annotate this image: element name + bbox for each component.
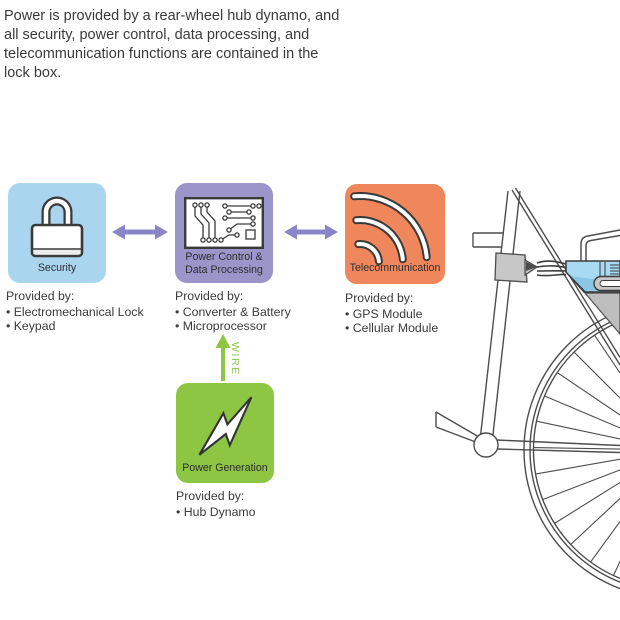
seat-clamp	[494, 252, 539, 283]
provided-item: Microprocessor	[175, 319, 291, 334]
provided-list: GPS ModuleCellular Module	[345, 307, 438, 336]
bike-frame	[435, 190, 620, 458]
node-telecommunication-label: Telecommunication	[349, 262, 441, 275]
provided-heading: Provided by:	[176, 489, 245, 503]
wires	[536, 260, 567, 277]
arrow-power-telecom-icon	[284, 224, 338, 240]
provided-by-security: Provided by: Electromechanical LockKeypa…	[6, 289, 144, 334]
u-lock-handle	[593, 275, 620, 292]
lightning-bolt-icon	[198, 396, 253, 456]
node-power-generation-label: Power Generation	[182, 462, 268, 475]
provided-list: Electromechanical LockKeypad	[6, 305, 144, 334]
intro-text: Power is provided by a rear-wheel hub dy…	[4, 8, 340, 81]
node-power-control: Power Control & Data Processing	[175, 183, 273, 283]
wire-label: WIRE	[229, 342, 241, 376]
provided-heading: Provided by:	[345, 291, 414, 305]
circuit-board-icon	[184, 197, 264, 249]
bicycle-illustration	[435, 187, 620, 590]
provided-item: Keypad	[6, 319, 144, 334]
node-power-control-label: Power Control & Data Processing	[185, 251, 263, 277]
provided-item: Hub Dynamo	[176, 505, 256, 520]
rear-rack	[580, 229, 620, 261]
provided-item: Cellular Module	[345, 321, 438, 336]
provided-by-power-generation: Provided by: Hub Dynamo	[176, 489, 256, 520]
provided-item: GPS Module	[345, 307, 438, 322]
node-security-label: Security	[37, 262, 77, 275]
lock-icon	[30, 196, 84, 258]
provided-by-power-control: Provided by: Converter & BatteryMicropro…	[175, 289, 291, 334]
fender-wedge	[583, 292, 620, 335]
provided-item: Electromechanical Lock	[6, 305, 144, 320]
provided-list: Converter & BatteryMicroprocessor	[175, 305, 291, 334]
provided-heading: Provided by:	[6, 289, 75, 303]
wireless-signal-icon	[350, 192, 431, 266]
arrow-security-power-icon	[112, 224, 168, 240]
provided-item: Converter & Battery	[175, 305, 291, 320]
node-power-generation: Power Generation	[176, 383, 274, 483]
node-telecommunication: Telecommunication	[345, 184, 445, 284]
wire-arrow-icon	[215, 334, 231, 381]
provided-heading: Provided by:	[175, 289, 244, 303]
node-security: Security	[8, 183, 106, 283]
provided-by-telecommunication: Provided by: GPS ModuleCellular Module	[345, 291, 438, 336]
provided-list: Hub Dynamo	[176, 505, 256, 520]
